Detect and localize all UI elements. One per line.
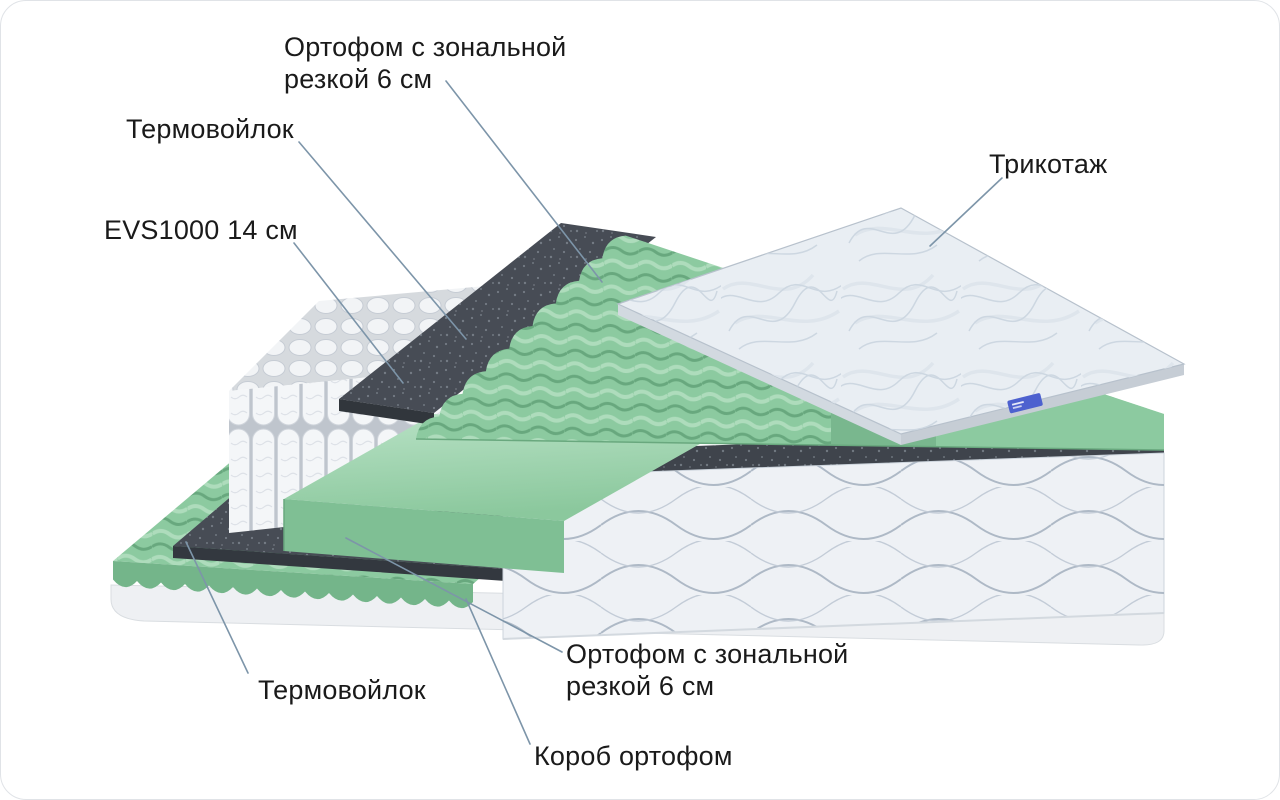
label-knit: Трикотаж	[989, 149, 1108, 179]
leader-lines	[185, 80, 1003, 745]
leader-orthofoam-top	[445, 80, 603, 283]
quilted-side	[502, 452, 1165, 640]
label-orthofoam-bottom-line2: резкой 6 см	[566, 671, 715, 702]
leader-thermofelt-bottom	[185, 541, 249, 674]
label-thermofelt-bottom: Термовойлок	[258, 675, 426, 705]
label-orthofoam-top-line2: резкой 6 см	[284, 64, 433, 95]
leader-thermofelt-top	[298, 141, 467, 340]
brand-tag	[1007, 393, 1043, 414]
label-thermofelt-top: Термовойлок	[126, 114, 294, 144]
top-thermofelt-layer	[339, 223, 656, 425]
leader-knit	[929, 177, 1003, 247]
leader-box-orthofoam	[465, 598, 531, 745]
leader-orthofoam-bottom	[345, 537, 563, 653]
label-orthofoam-bottom-line1: Ортофом с зональной	[566, 639, 849, 669]
label-orthofoam-top: Ортофом с зональной резкой 6 см	[284, 31, 566, 96]
label-evs: EVS1000 14 см	[104, 215, 298, 245]
label-orthofoam-bottom: Ортофом с зональной резкой 6 см	[566, 638, 848, 703]
leader-evs	[293, 242, 404, 384]
label-orthofoam-top-line1: Ортофом с зональной	[284, 32, 567, 62]
label-box-orthofoam: Короб ортофом	[534, 741, 733, 771]
mattress-body	[502, 429, 1165, 640]
knit-cover-panel	[616, 207, 1186, 445]
